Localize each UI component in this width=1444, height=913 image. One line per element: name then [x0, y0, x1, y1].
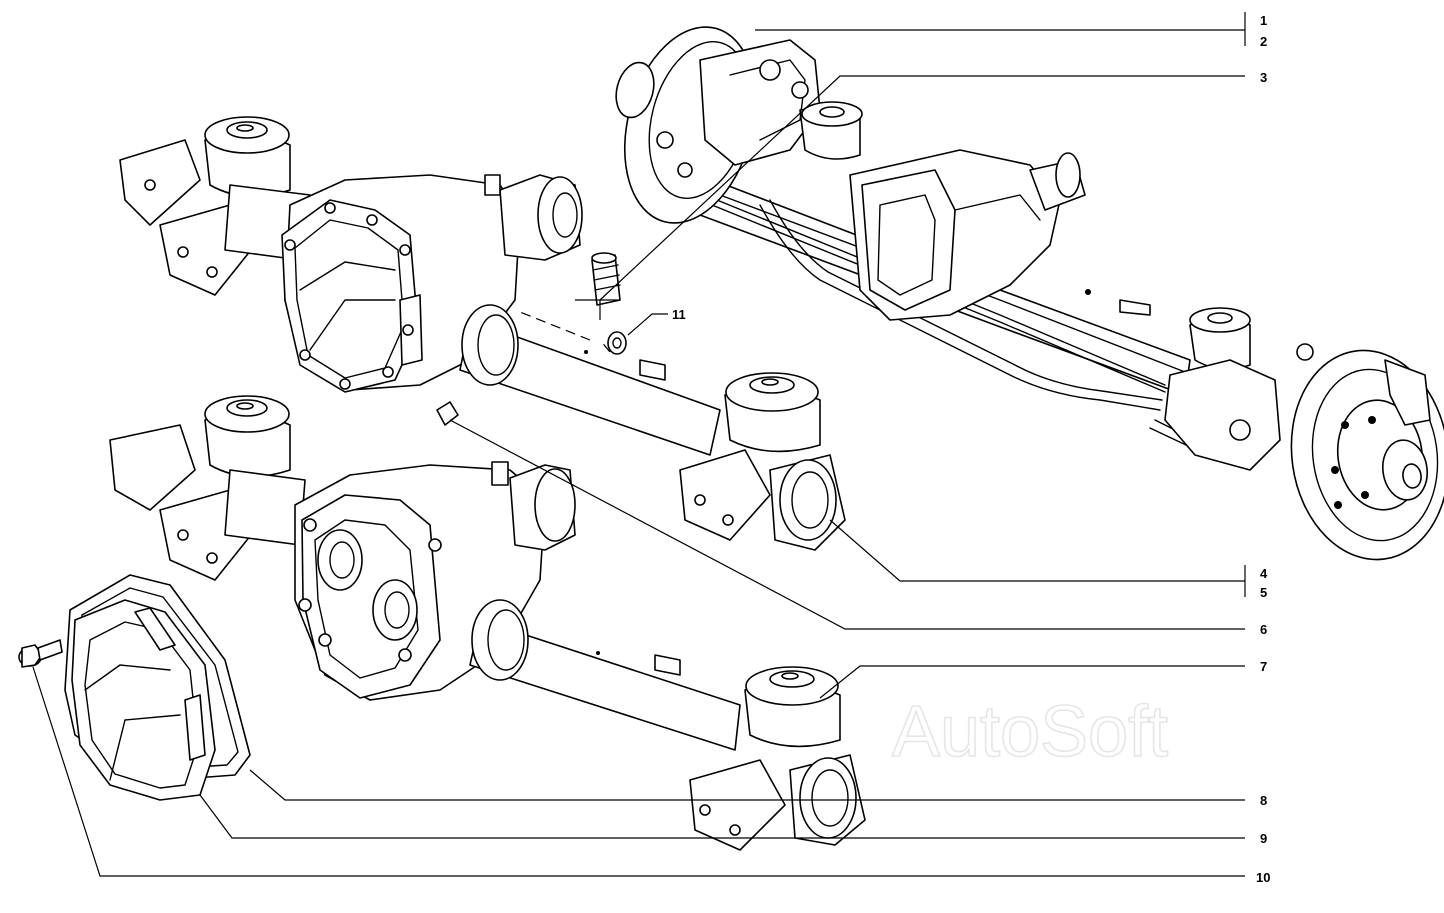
rear-axle-assembly: [119, 116, 846, 551]
callout-2: 2: [1260, 34, 1267, 49]
callout-6: 6: [1260, 622, 1267, 637]
breather-and-plugs: [436, 252, 627, 426]
assembly-line-plug: [599, 339, 611, 353]
callout-3: 3: [1260, 70, 1267, 85]
callout-9: 9: [1260, 831, 1267, 846]
axle-housing-exploded: [109, 395, 866, 851]
callout-10: 10: [1256, 870, 1270, 885]
leader-lines: [32, 12, 1246, 877]
front-axle-assembly: [615, 26, 1444, 561]
callout-5: 5: [1260, 585, 1267, 600]
assembly-line-breather: [519, 311, 591, 341]
callout-8: 8: [1260, 793, 1267, 808]
callout-11: 11: [672, 307, 686, 322]
callout-labels: 1 2 3 4 5 6 7 8 9 10 11: [672, 13, 1270, 885]
callout-4: 4: [1260, 566, 1268, 581]
callout-1: 1: [1260, 13, 1267, 28]
cover-gasket-bolt: [18, 574, 251, 801]
callout-7: 7: [1260, 659, 1267, 674]
autosoft-watermark: AutoSoft: [892, 692, 1168, 772]
